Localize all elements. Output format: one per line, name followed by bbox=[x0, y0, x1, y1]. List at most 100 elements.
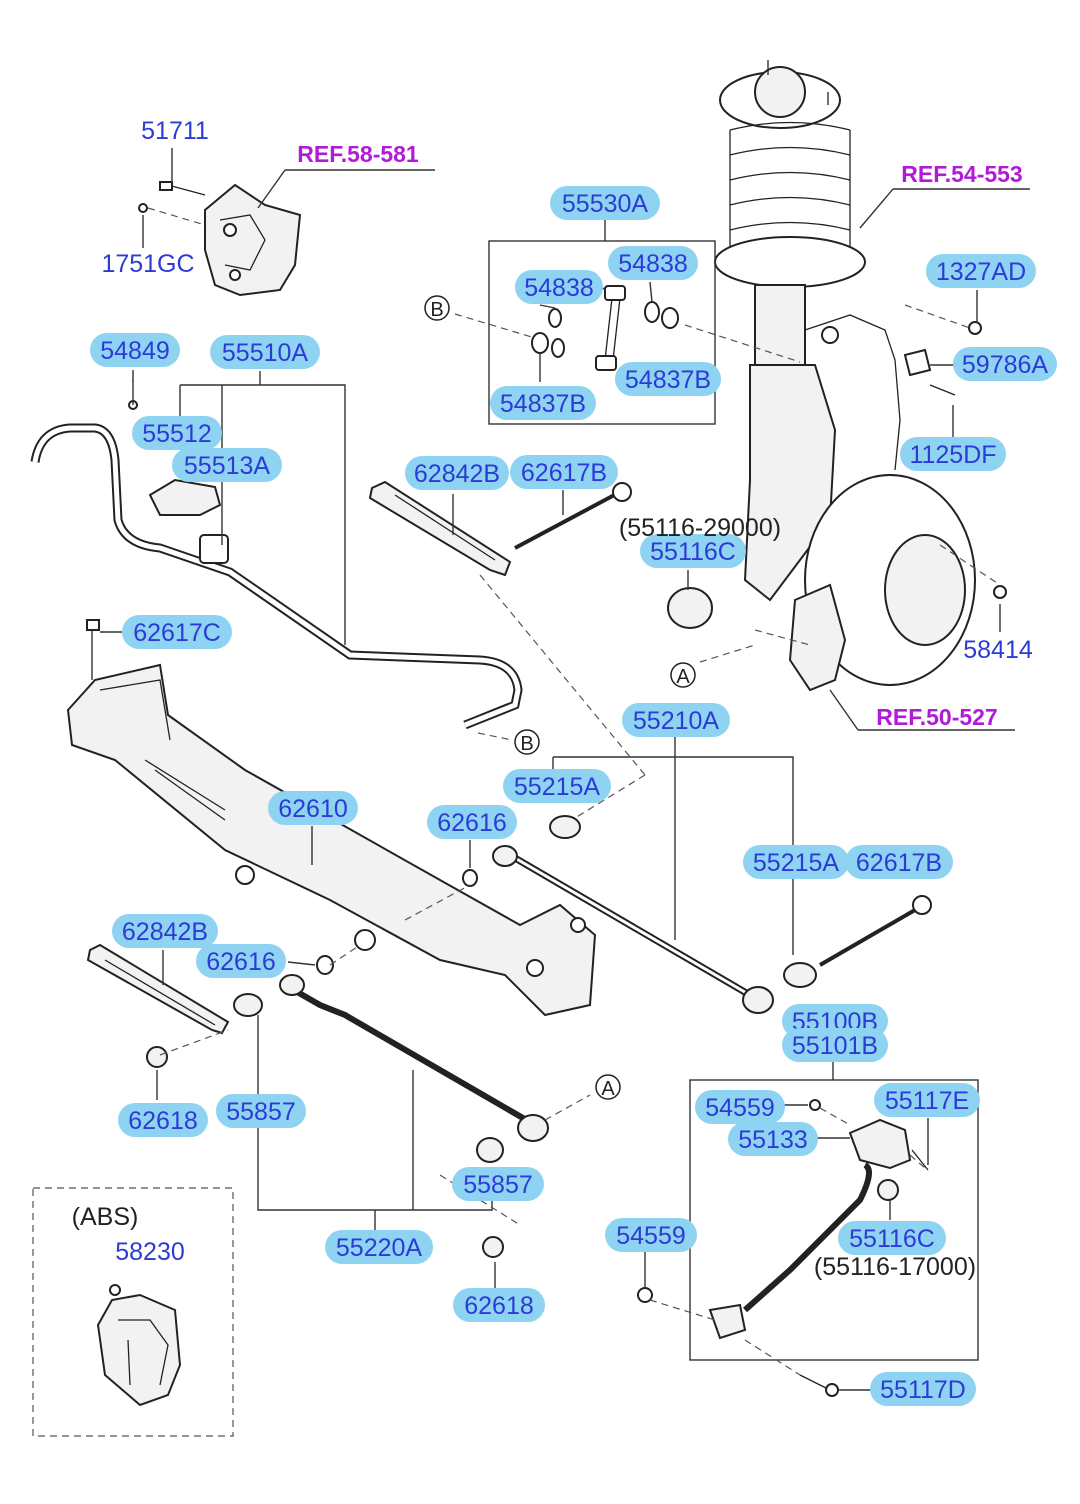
label-1327ad-text: 1327AD bbox=[936, 258, 1026, 286]
label-55510a-text: 55510A bbox=[222, 339, 309, 367]
label-55215a-lower-text: 55215A bbox=[753, 849, 840, 877]
label-55857-right-text: 55857 bbox=[463, 1171, 533, 1199]
label-1125df-text: 1125DF bbox=[909, 441, 996, 469]
label-55512-text: 55512 bbox=[142, 420, 212, 448]
label-62842b-lower-text: 62842B bbox=[122, 918, 208, 946]
label-62617c-text: 62617C bbox=[133, 619, 221, 647]
abs-note: (ABS) bbox=[72, 1203, 139, 1231]
label-55530a[interactable]: 55530A bbox=[550, 186, 660, 220]
label-62617b-lower[interactable]: 62617B bbox=[845, 845, 953, 879]
label-55220a[interactable]: 55220A bbox=[325, 1230, 433, 1264]
bushing-upper-drawing bbox=[667, 587, 713, 629]
label-62617b-lower-text: 62617B bbox=[856, 849, 942, 877]
abs-caliper-drawing bbox=[96, 1284, 182, 1407]
label-55220a-text: 55220A bbox=[336, 1234, 423, 1262]
marker-b-upper-letter: B bbox=[430, 299, 443, 321]
label-54837b-right-text: 54837B bbox=[625, 366, 711, 394]
label-55210a[interactable]: 55210A bbox=[622, 703, 730, 737]
label-62842b-lower[interactable]: 62842B bbox=[112, 914, 218, 948]
label-55117e-text: 55117E bbox=[885, 1087, 969, 1115]
label-55513a-text: 55513A bbox=[184, 452, 271, 480]
label-55215a-upper[interactable]: 55215A bbox=[503, 769, 611, 803]
label-55857-left-text: 55857 bbox=[226, 1098, 296, 1126]
part-labels: 55530A 54838 54838 54837B 54837B 1327AD … bbox=[90, 186, 1057, 1406]
label-55215a-lower[interactable]: 55215A bbox=[743, 845, 849, 879]
alt-part-note-lower: (55116-17000) bbox=[814, 1253, 976, 1281]
label-1125df[interactable]: 1125DF bbox=[900, 437, 1006, 471]
label-59786a[interactable]: 59786A bbox=[953, 347, 1057, 381]
label-58230[interactable]: 58230 bbox=[115, 1238, 185, 1266]
ref-link-58-581[interactable]: REF.58-581 bbox=[297, 141, 419, 167]
label-55530a-text: 55530A bbox=[562, 190, 649, 218]
label-54837b-left-text: 54837B bbox=[500, 390, 586, 418]
label-62617b-upper-text: 62617B bbox=[521, 459, 607, 487]
marker-b-lower: B bbox=[514, 729, 540, 755]
label-55117d-text: 55117D bbox=[880, 1376, 966, 1404]
alt-part-note-upper: (55116-29000) bbox=[619, 514, 781, 542]
label-62618-left[interactable]: 62618 bbox=[118, 1103, 208, 1137]
label-55513a[interactable]: 55513A bbox=[172, 448, 282, 482]
lateral-arm-drawing bbox=[462, 815, 932, 1014]
label-55117d[interactable]: 55117D bbox=[870, 1372, 976, 1406]
ref-link-54-553[interactable]: REF.54-553 bbox=[901, 161, 1022, 187]
label-55116c-upper-text: 55116C bbox=[650, 538, 736, 566]
label-54838-left[interactable]: 54838 bbox=[515, 270, 603, 304]
label-62610[interactable]: 62610 bbox=[268, 791, 358, 825]
label-54849-text: 54849 bbox=[100, 337, 170, 365]
label-55512[interactable]: 55512 bbox=[132, 416, 222, 450]
label-55101b[interactable]: 55101B bbox=[782, 1028, 888, 1062]
marker-b-lower-letter: B bbox=[520, 733, 533, 755]
label-62616-lower-text: 62616 bbox=[206, 948, 276, 976]
label-62616-lower[interactable]: 62616 bbox=[196, 944, 286, 978]
label-59786a-text: 59786A bbox=[962, 351, 1049, 379]
label-62616-upper-text: 62616 bbox=[437, 809, 507, 837]
label-62610-text: 62610 bbox=[278, 795, 348, 823]
hub-knuckle-drawing bbox=[788, 474, 1007, 692]
label-62618-right[interactable]: 62618 bbox=[453, 1288, 545, 1322]
stabilizer-link-drawing bbox=[531, 285, 679, 371]
label-54559-upper[interactable]: 54559 bbox=[695, 1090, 785, 1124]
label-55117e[interactable]: 55117E bbox=[874, 1083, 980, 1117]
label-54838-left-text: 54838 bbox=[524, 274, 594, 302]
label-1327ad[interactable]: 1327AD bbox=[926, 254, 1036, 288]
label-62617b-upper[interactable]: 62617B bbox=[510, 455, 618, 489]
label-55133-text: 55133 bbox=[738, 1126, 808, 1154]
marker-b-upper: B bbox=[424, 295, 450, 321]
label-58414[interactable]: 58414 bbox=[963, 636, 1033, 664]
label-55210a-text: 55210A bbox=[633, 707, 720, 735]
circled-markers: B A B A bbox=[424, 295, 696, 1100]
ref-link-50-527[interactable]: REF.50-527 bbox=[876, 704, 997, 730]
label-62842b-upper[interactable]: 62842B bbox=[405, 456, 509, 490]
label-54838-right[interactable]: 54838 bbox=[608, 246, 698, 280]
label-54837b-left[interactable]: 54837B bbox=[490, 386, 596, 420]
label-62618-left-text: 62618 bbox=[128, 1107, 198, 1135]
label-54559-lower-text: 54559 bbox=[616, 1222, 686, 1250]
caliper-bracket-drawing bbox=[138, 181, 302, 297]
label-55101b-text: 55101B bbox=[792, 1032, 878, 1060]
label-1751gc[interactable]: 1751GC bbox=[101, 250, 194, 278]
plain-labels: 51711 1751GC 58414 58230 (ABS) (55116-29… bbox=[72, 117, 1033, 1281]
label-54837b-right[interactable]: 54837B bbox=[615, 362, 721, 396]
label-54849[interactable]: 54849 bbox=[90, 333, 180, 367]
marker-a-upper: A bbox=[670, 662, 696, 688]
label-54838-right-text: 54838 bbox=[618, 250, 688, 278]
label-54559-lower[interactable]: 54559 bbox=[605, 1218, 697, 1252]
label-62617c[interactable]: 62617C bbox=[122, 615, 232, 649]
assist-link-drawing bbox=[637, 1099, 929, 1397]
label-55116c-lower-text: 55116C bbox=[849, 1225, 935, 1253]
marker-a-upper-letter: A bbox=[676, 666, 690, 688]
label-51711[interactable]: 51711 bbox=[141, 117, 209, 145]
label-54559-upper-text: 54559 bbox=[705, 1094, 775, 1122]
label-55857-left[interactable]: 55857 bbox=[216, 1094, 306, 1128]
label-55857-right[interactable]: 55857 bbox=[452, 1167, 544, 1201]
label-55116c-upper[interactable]: 55116C bbox=[640, 534, 746, 568]
label-55510a[interactable]: 55510A bbox=[210, 335, 320, 369]
label-55116c-lower[interactable]: 55116C bbox=[838, 1221, 946, 1255]
label-55133[interactable]: 55133 bbox=[728, 1122, 818, 1156]
label-62616-upper[interactable]: 62616 bbox=[427, 805, 517, 839]
stabilizer-bar-drawing bbox=[30, 380, 523, 730]
ref-links: REF.58-581 REF.54-553 REF.50-527 bbox=[297, 141, 1022, 730]
leader-lines bbox=[32, 148, 1030, 1437]
marker-a-lower-letter: A bbox=[601, 1078, 615, 1100]
crossmember-drawing bbox=[66, 619, 597, 1017]
